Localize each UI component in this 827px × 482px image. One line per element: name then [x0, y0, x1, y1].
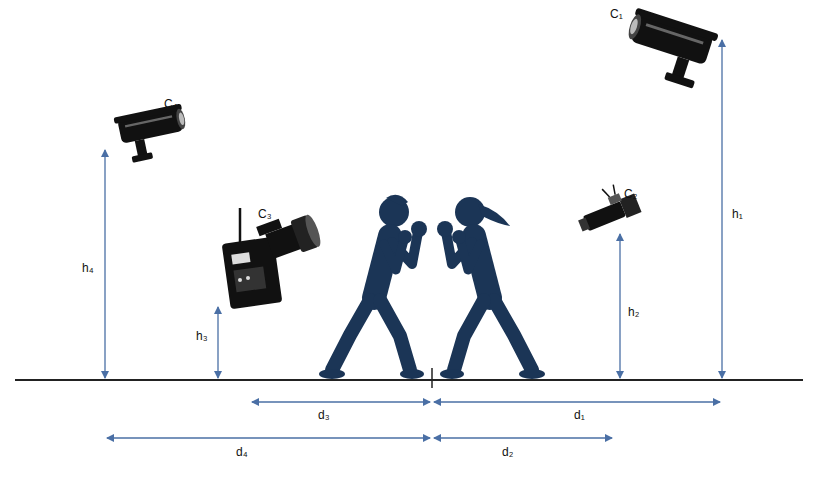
center-tick [431, 368, 433, 388]
security-camera [113, 103, 191, 164]
dimension-label: d₄ [236, 446, 248, 459]
security-camera [617, 7, 718, 91]
dimension-label: h₁ [732, 208, 743, 221]
camera-label: C₁ [610, 8, 623, 21]
camera-label: C₃ [258, 208, 272, 221]
dimension-label: d₃ [318, 409, 330, 422]
camera-label: C₄ [164, 98, 178, 111]
dimension-label: h₄ [82, 262, 94, 275]
camcorder [222, 207, 324, 309]
dimension-label: d₁ [574, 409, 585, 422]
dimension-label: h₂ [628, 306, 639, 319]
video-camera [571, 179, 642, 236]
dimension-label: h₃ [196, 330, 208, 343]
camera-label: C₂ [624, 188, 637, 201]
dimension-arrows [105, 40, 722, 438]
ground-line [15, 379, 803, 381]
boxer-left [319, 195, 427, 379]
dimension-label: d₂ [502, 446, 513, 459]
boxer-right [437, 197, 545, 379]
